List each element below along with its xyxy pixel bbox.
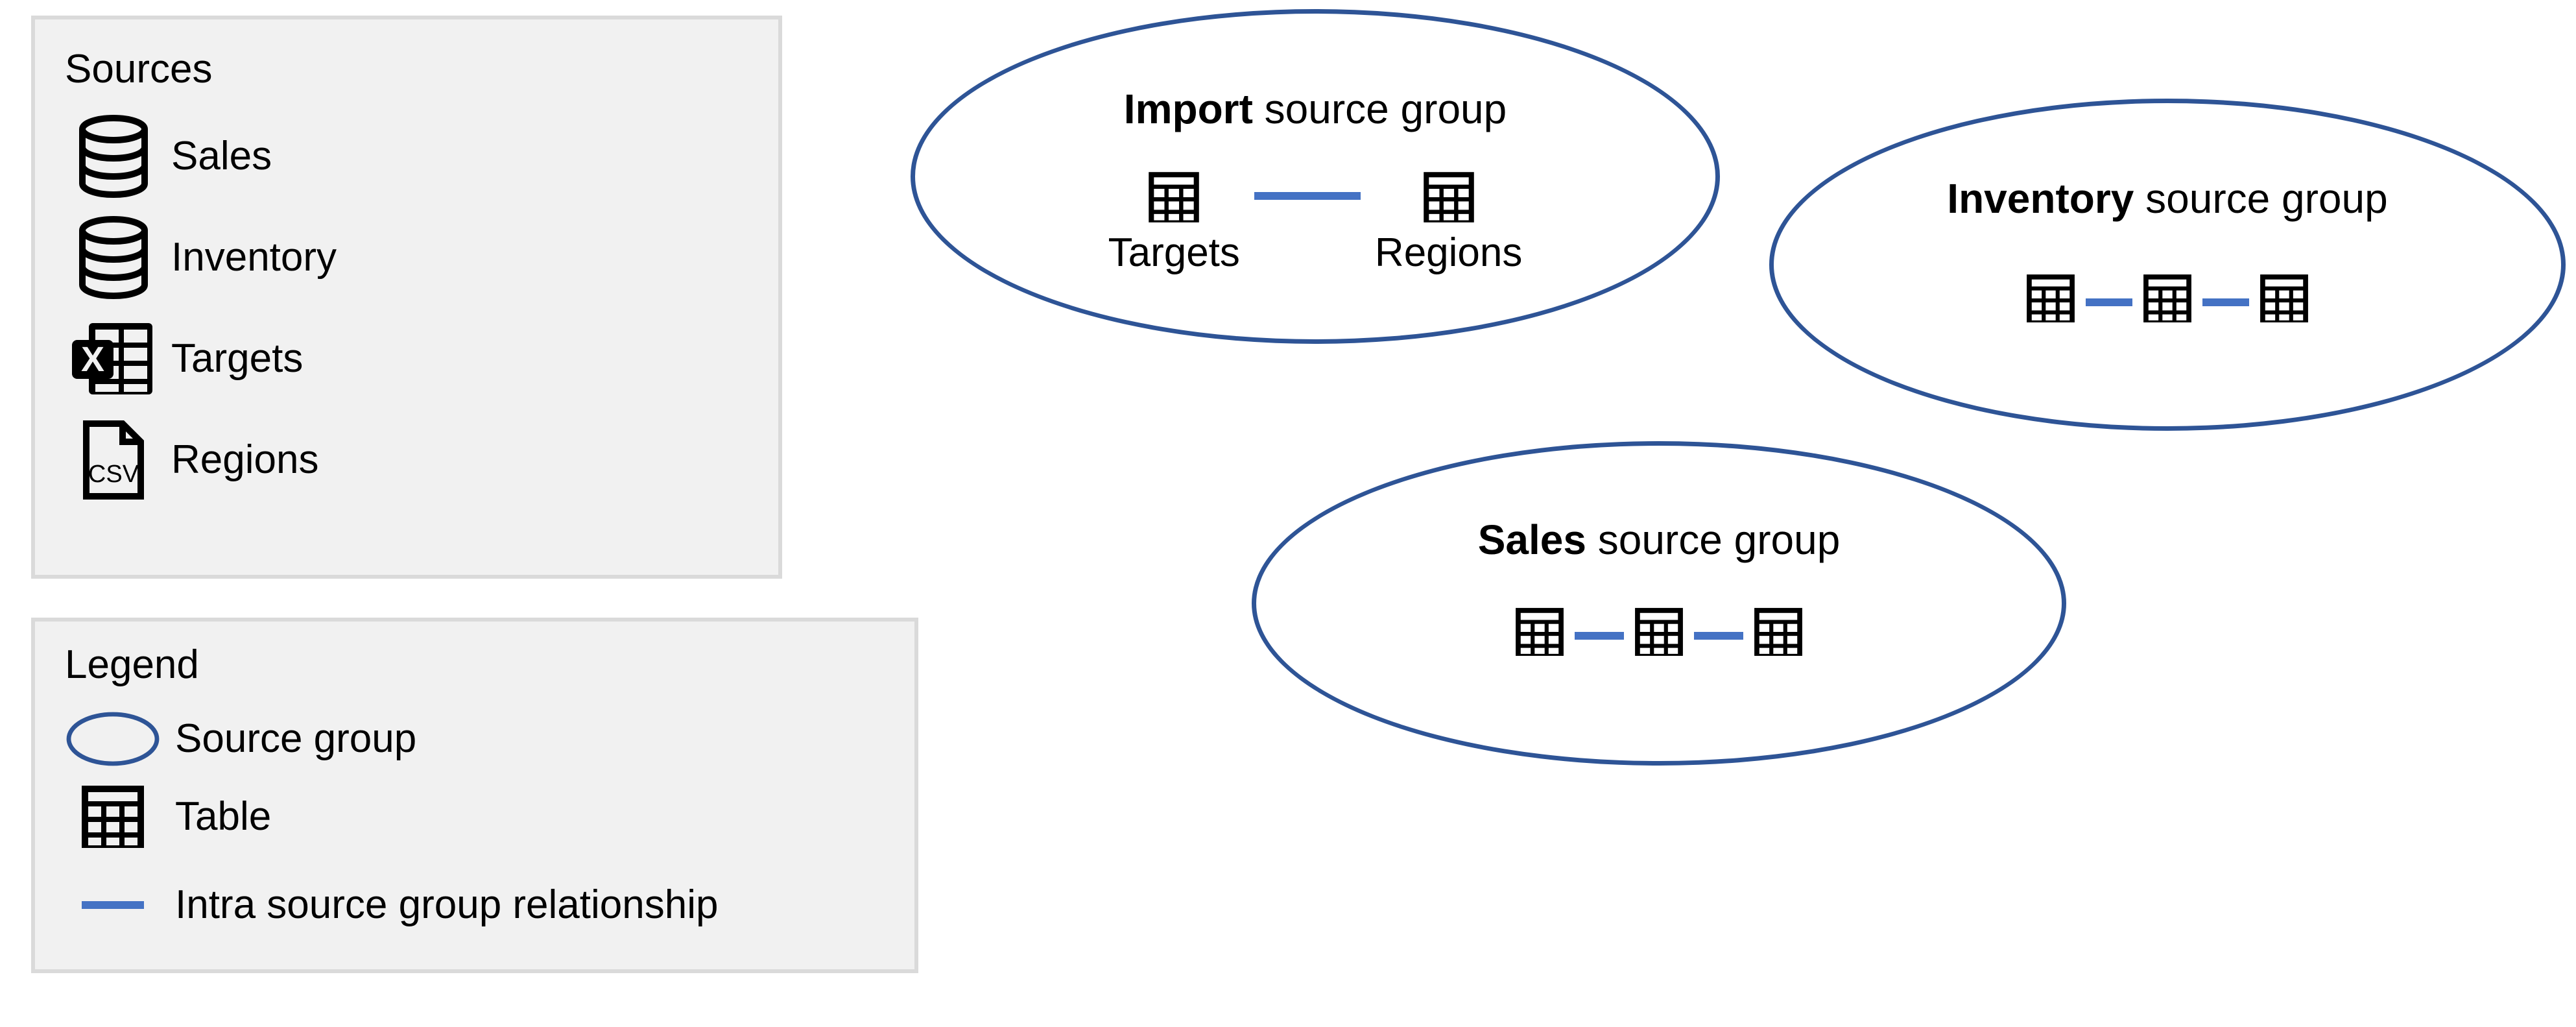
svg-text:X: X bbox=[81, 340, 104, 379]
source-group-title-rest: source group bbox=[2134, 175, 2388, 222]
sources-panel: Sources Sales bbox=[31, 16, 782, 579]
legend-panel-title: Legend bbox=[65, 642, 199, 687]
legend-item-label: Intra source group relationship bbox=[175, 882, 719, 927]
source-group-tables bbox=[1769, 272, 2566, 332]
source-group-ellipse bbox=[1769, 99, 2566, 431]
source-item-sales[interactable]: Sales bbox=[65, 108, 272, 205]
table-node[interactable] bbox=[1752, 606, 1804, 666]
legend-item-label: Source group bbox=[175, 716, 417, 761]
ellipse-outline-icon bbox=[61, 703, 165, 775]
intra-group-relationship-line bbox=[1575, 632, 1624, 640]
blue-line-icon bbox=[61, 869, 165, 941]
source-group-ellipse bbox=[911, 9, 1720, 344]
intra-group-relationship-line bbox=[2086, 298, 2132, 306]
intra-group-relationship-line bbox=[1254, 192, 1361, 200]
legend-item-label: Table bbox=[175, 794, 272, 839]
source-group-tables bbox=[1252, 606, 2066, 666]
legend-item-relationship: Intra source group relationship bbox=[61, 869, 718, 941]
legend-item-source-group: Source group bbox=[61, 703, 416, 775]
source-group-ellipse bbox=[1252, 441, 2066, 766]
table-node[interactable]: Regions bbox=[1375, 170, 1522, 274]
sources-panel-title: Sources bbox=[65, 47, 213, 91]
table-icon bbox=[61, 781, 165, 852]
legend-item-table: Table bbox=[61, 781, 271, 852]
table-node-label: Regions bbox=[1374, 230, 1523, 275]
intra-group-relationship-line bbox=[2202, 298, 2249, 306]
table-icon bbox=[1633, 606, 1685, 658]
inventory-source-group[interactable]: Inventory source group bbox=[1769, 99, 2566, 431]
import-source-group[interactable]: Import source group Targets bbox=[911, 9, 1720, 344]
table-node[interactable] bbox=[1633, 606, 1685, 666]
table-icon bbox=[1514, 606, 1566, 658]
legend-panel: Legend Source group bbox=[31, 618, 918, 973]
source-item-label: Targets bbox=[171, 336, 304, 381]
svg-text:CSV: CSV bbox=[88, 461, 139, 488]
table-node[interactable] bbox=[2025, 272, 2077, 332]
sales-source-group[interactable]: Sales source group bbox=[1252, 441, 2066, 766]
table-node[interactable] bbox=[1514, 606, 1566, 666]
excel-file-icon: X bbox=[65, 310, 162, 407]
source-item-targets[interactable]: X Targets bbox=[65, 310, 303, 407]
table-icon bbox=[2025, 272, 2077, 324]
source-group-title-rest: source group bbox=[1252, 86, 1507, 132]
source-item-label: Sales bbox=[171, 134, 272, 178]
table-node[interactable]: Targets bbox=[1108, 170, 1240, 274]
table-node[interactable] bbox=[2258, 272, 2310, 332]
table-icon bbox=[1422, 170, 1476, 224]
table-node-label: Targets bbox=[1108, 230, 1240, 275]
source-item-inventory[interactable]: Inventory bbox=[65, 209, 337, 306]
table-icon bbox=[2141, 272, 2193, 324]
database-icon bbox=[65, 209, 162, 306]
source-group-title-strong: Inventory bbox=[1947, 175, 2134, 222]
csv-file-icon: CSV bbox=[65, 411, 162, 509]
source-group-title: Import source group bbox=[911, 88, 1720, 130]
source-item-label: Regions bbox=[171, 437, 319, 482]
source-group-title: Inventory source group bbox=[1769, 178, 2566, 219]
source-group-title-rest: source group bbox=[1586, 516, 1841, 563]
source-group-title: Sales source group bbox=[1252, 519, 2066, 561]
table-icon bbox=[1147, 170, 1201, 224]
table-icon bbox=[2258, 272, 2310, 324]
database-icon bbox=[65, 108, 162, 205]
source-item-regions[interactable]: CSV Regions bbox=[65, 411, 318, 509]
table-node[interactable] bbox=[2141, 272, 2193, 332]
table-icon bbox=[1752, 606, 1804, 658]
source-group-tables: Targets Regions bbox=[911, 170, 1720, 274]
source-group-title-strong: Import bbox=[1123, 86, 1253, 132]
source-group-title-strong: Sales bbox=[1477, 516, 1586, 563]
source-item-label: Inventory bbox=[171, 235, 337, 280]
intra-group-relationship-line bbox=[1694, 632, 1743, 640]
